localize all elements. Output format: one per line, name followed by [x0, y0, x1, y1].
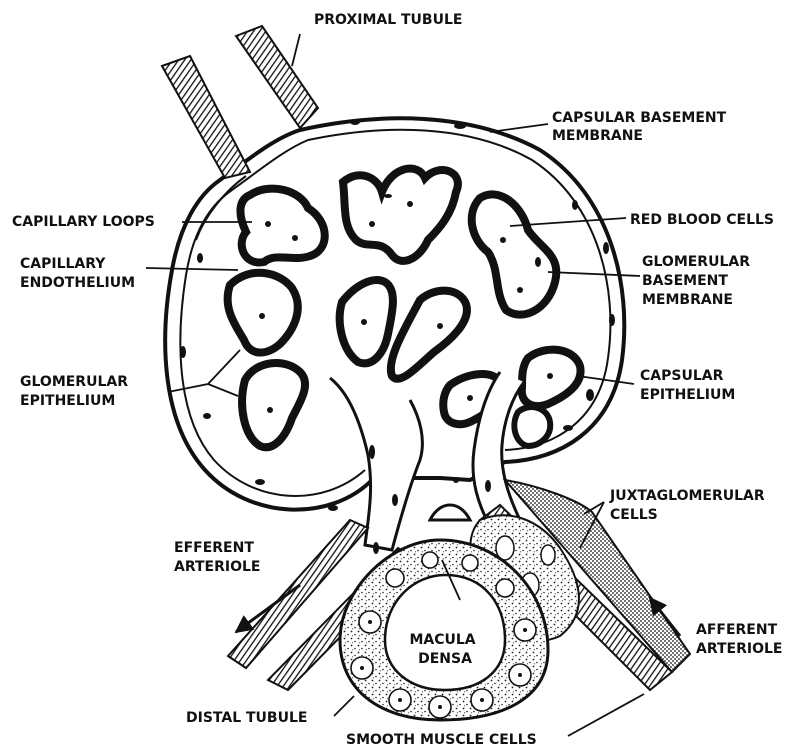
label-capsular-basement-membrane: CAPSULAR BASEMENT MEMBRANE: [552, 110, 731, 144]
label-glomerular-epithelium: GLOMERULAR EPITHELIUM: [20, 374, 133, 409]
label-efferent-arteriole: EFFERENT ARTERIOLE: [174, 540, 260, 575]
label-capsular-epithelium: CAPSULAR EPITHELIUM: [640, 368, 735, 403]
label-afferent-arteriole: AFFERENT ARTERIOLE: [696, 622, 782, 657]
label-capillary-endothelium: CAPILLARY ENDOTHELIUM: [20, 256, 135, 291]
label-capillary-loops: CAPILLARY LOOPS: [12, 214, 155, 230]
label-glomerular-basement-membrane: GLOMERULAR BASEMENT MEMBRANE: [642, 254, 755, 308]
label-red-blood-cells: RED BLOOD CELLS: [630, 212, 774, 228]
label-proximal-tubule: PROXIMAL TUBULE: [314, 12, 462, 28]
label-distal-tubule: DISTAL TUBULE: [186, 710, 307, 726]
label-smooth-muscle-cells: SMOOTH MUSCLE CELLS: [346, 732, 537, 748]
capillary-loop: [514, 407, 550, 446]
label-juxtaglomerular-cells: JUXTAGLOMERULAR CELLS: [609, 488, 770, 523]
